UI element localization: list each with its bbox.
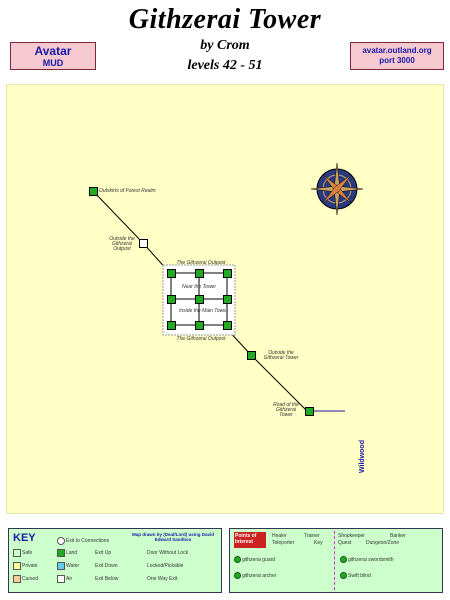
- key-locked: Locked/Pickable: [147, 563, 184, 569]
- key-air: Air: [66, 576, 73, 582]
- poi-teleporter: Teleporter: [272, 540, 295, 546]
- author-line: by Crom: [200, 38, 250, 53]
- key-exit-up: Exit Up: [95, 550, 112, 556]
- air-swatch: [57, 575, 65, 583]
- compass-rose-icon: [310, 162, 364, 216]
- poi-archer: githzerai archer: [242, 573, 277, 579]
- room-grid-n[interactable]: [195, 269, 204, 278]
- label-center2: Inside the Main Tower: [179, 308, 228, 314]
- wilderness-label: Wildwood: [359, 440, 366, 473]
- label-forest: Outskirts of Forest Realm: [99, 188, 156, 194]
- poi-shopkeeper: Shopkeeper: [338, 533, 365, 539]
- levels-line: levels 42 - 51: [187, 58, 263, 73]
- poi-trainer: Trainer: [304, 533, 320, 539]
- room-grid-center[interactable]: [195, 295, 204, 304]
- key-water: Water: [66, 563, 80, 569]
- poi-quest: Quest: [338, 540, 352, 546]
- avatar-mud-banner: Avatar MUD: [10, 42, 96, 70]
- label-north: The Githzerai Outpost: [176, 260, 226, 266]
- path-forest-outpost: [92, 190, 144, 244]
- room-outpost-outside[interactable]: [139, 239, 148, 248]
- room-grid-sw[interactable]: [167, 321, 176, 330]
- banner-right-line2: port 3000: [379, 56, 415, 65]
- label-south: The Githzerai Outpost: [176, 336, 226, 342]
- key-exit-down: Exit Down: [95, 563, 118, 569]
- land-swatch: [57, 549, 65, 557]
- room-grid-se[interactable]: [223, 321, 232, 330]
- map-key: KEY Safe Private Cursed Exit to Connecti…: [8, 528, 222, 593]
- water-swatch: [57, 562, 65, 570]
- banner-right-line1: avatar.outland.org: [362, 46, 432, 55]
- server-banner: avatar.outland.org port 3000: [350, 42, 444, 70]
- poi-healer: Healer: [272, 533, 287, 539]
- key-exit-below: Exit Below: [95, 576, 119, 582]
- poi-dot-2: [234, 572, 241, 579]
- key-oneway: One Way Exit: [147, 576, 178, 582]
- room-grid-e[interactable]: [223, 295, 232, 304]
- label-center1: Near the Tower: [182, 284, 216, 290]
- connection-swatch: [57, 537, 65, 545]
- key-connections: Exit to Connections: [66, 538, 110, 544]
- label-outpost: Outside the Githzerai Outpost: [109, 236, 135, 252]
- poi-divider: [334, 531, 335, 590]
- key-private: Private: [22, 563, 38, 569]
- path-tower-road: [250, 354, 308, 412]
- poi-banker: Banker: [390, 533, 406, 539]
- key-safe: Safe: [22, 550, 33, 556]
- poi-guard: githzerai guard: [242, 557, 276, 563]
- map-title: Githzerai Tower: [128, 4, 322, 35]
- label-road: Road of the Githzerai Tower: [273, 402, 299, 418]
- banner-left-line2: MUD: [42, 58, 64, 68]
- private-swatch: [13, 562, 21, 570]
- room-grid-w[interactable]: [167, 295, 176, 304]
- poi-dot-1: [234, 556, 241, 563]
- map-area: Outskirts of Forest Realm Outside the Gi…: [6, 84, 444, 514]
- key-door: Door Without Lock: [147, 550, 189, 556]
- room-grid-ne[interactable]: [223, 269, 232, 278]
- key-land: Land: [66, 550, 78, 556]
- room-grid-nw[interactable]: [167, 269, 176, 278]
- banner-left-line1: Avatar: [34, 44, 72, 58]
- safe-swatch: [13, 549, 21, 557]
- poi-dungeon: Dungeon/Zone: [366, 540, 400, 546]
- room-road[interactable]: [305, 407, 314, 416]
- room-tower-outside[interactable]: [247, 351, 256, 360]
- cursed-swatch: [13, 575, 21, 583]
- map-credit: Map drawn by (Deaf/Lord) using David Edw…: [131, 532, 214, 542]
- room-forest[interactable]: [89, 187, 98, 196]
- poi-dot-4: [340, 572, 347, 579]
- label-sunrise: Outside the Githzerai Tower: [263, 350, 299, 361]
- key-cursed: Cursed: [22, 576, 39, 582]
- poi-title: Points of Interest: [234, 532, 266, 548]
- key-title: KEY: [13, 532, 36, 544]
- room-grid-s[interactable]: [195, 321, 204, 330]
- poi-swift: Swift blind: [348, 573, 371, 579]
- poi-dot-3: [340, 556, 347, 563]
- points-of-interest: Points of Interest Healer Trainer Shopke…: [229, 528, 443, 593]
- poi-swordsmith: githzerai swordsmith: [348, 557, 394, 563]
- poi-key: Key: [314, 540, 323, 546]
